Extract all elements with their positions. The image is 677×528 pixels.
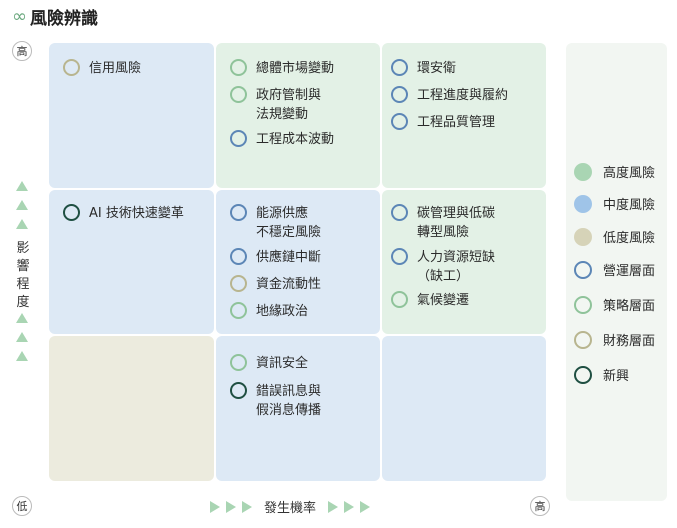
risk-item: 環安衛	[391, 59, 456, 78]
axis-low-label: 低	[12, 496, 32, 516]
arrow-right-icon	[360, 500, 371, 513]
strategic-ring-icon	[574, 295, 592, 314]
arrow-right-icon	[226, 500, 236, 513]
cell-r2c3	[382, 190, 546, 334]
legend-item-strategic: 策略層面	[574, 295, 655, 314]
operational-ring-icon	[391, 204, 408, 221]
cell-r3c1	[49, 336, 214, 481]
arrow-up-icon	[16, 219, 28, 229]
strategic-ring-icon	[230, 86, 247, 103]
risk-item: 碳管理與低碳 轉型風險	[391, 204, 495, 242]
x-axis-arrows-right	[328, 500, 371, 513]
operational-ring-icon	[391, 59, 408, 76]
arrow-up-icon	[16, 313, 28, 323]
operational-ring-icon	[230, 248, 247, 265]
y-axis-arrows-top	[16, 181, 28, 229]
legend-item-mid: 中度風險	[574, 194, 655, 213]
arrow-up-icon	[16, 200, 28, 210]
risk-item: 錯誤訊息與 假消息傳播	[230, 382, 321, 420]
risk-item: 資金流動性	[230, 275, 321, 294]
financial-ring-icon	[63, 59, 80, 76]
risk-item: AI 技術快速變革	[63, 204, 184, 223]
legend-item-low: 低度風險	[574, 227, 655, 246]
strategic-ring-icon	[230, 59, 247, 76]
legend-item-emerging: 新興	[574, 365, 629, 384]
cell-r3c3	[382, 336, 546, 481]
page-title: 風險辨識	[30, 8, 98, 29]
high-risk-swatch-icon	[574, 162, 592, 181]
mid-risk-swatch-icon	[574, 194, 592, 213]
operational-ring-icon	[391, 248, 408, 265]
strategic-ring-icon	[230, 302, 247, 319]
risk-item: 工程品質管理	[391, 113, 495, 132]
arrow-right-icon	[344, 500, 355, 513]
x-axis-arrows-left	[210, 500, 252, 513]
risk-item: 地緣政治	[230, 302, 308, 321]
legend-item-operational: 營運層面	[574, 260, 655, 279]
page-header: ∞ 風險辨識	[12, 4, 98, 29]
arrow-up-icon	[16, 181, 28, 191]
legend-item-financial: 財務層面	[574, 330, 655, 349]
x-axis-high-label: 高	[530, 496, 550, 516]
operational-ring-icon	[230, 130, 247, 147]
risk-item: 資訊安全	[230, 354, 308, 373]
arrow-right-icon	[210, 500, 220, 513]
risk-item: 工程進度與履約	[391, 86, 508, 105]
risk-item: 能源供應 不穩定風險	[230, 204, 321, 242]
cell-r1c3	[382, 43, 546, 188]
legend-panel: 高度風險 中度風險 低度風險 營運層面 策略層面 財務層面 新興	[566, 43, 667, 501]
risk-item: 信用風險	[63, 59, 141, 78]
risk-item: 供應鏈中斷	[230, 248, 321, 267]
operational-ring-icon	[391, 113, 408, 130]
x-axis-label: 發生機率	[264, 501, 317, 516]
financial-ring-icon	[574, 330, 592, 349]
risk-item: 氣候變遷	[391, 291, 469, 310]
infinity-icon: ∞	[12, 5, 27, 27]
emerging-ring-icon	[574, 365, 592, 384]
risk-item: 政府管制與 法規變動	[230, 86, 321, 124]
strategic-ring-icon	[230, 354, 247, 371]
legend-item-high: 高度風險	[574, 162, 655, 181]
arrow-up-icon	[16, 332, 28, 342]
y-axis-arrows-bottom	[16, 313, 28, 361]
risk-item: 工程成本波動	[230, 130, 334, 149]
financial-ring-icon	[230, 275, 247, 292]
y-axis-label: 影 響 程 度	[16, 241, 30, 310]
arrow-right-icon	[242, 500, 252, 513]
arrow-right-icon	[328, 500, 339, 513]
operational-ring-icon	[230, 204, 247, 221]
emerging-ring-icon	[230, 382, 247, 399]
arrow-up-icon	[16, 351, 28, 361]
risk-item: 人力資源短缺 （缺工）	[391, 248, 495, 286]
x-axis: 發生機率	[210, 497, 382, 516]
y-axis-high-label: 高	[12, 41, 32, 61]
strategic-ring-icon	[391, 291, 408, 308]
risk-item: 總體市場變動	[230, 59, 334, 78]
operational-ring-icon	[574, 260, 592, 279]
low-risk-swatch-icon	[574, 227, 592, 246]
emerging-ring-icon	[63, 204, 80, 221]
operational-ring-icon	[391, 86, 408, 103]
